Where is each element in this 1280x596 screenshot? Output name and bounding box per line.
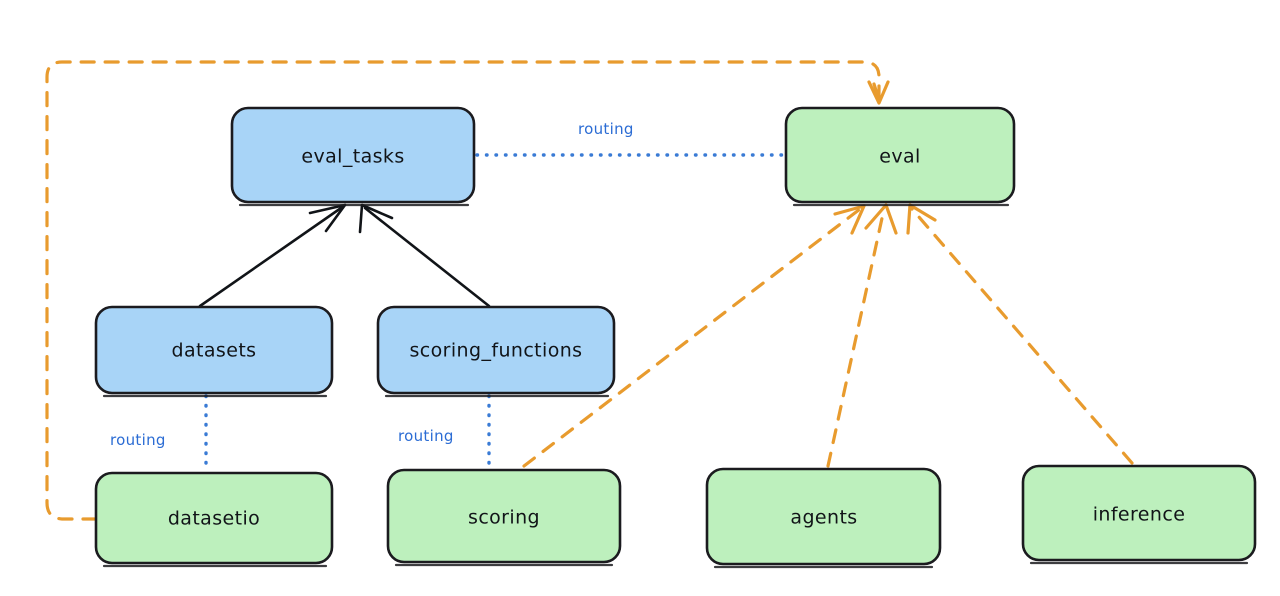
node-eval-shape xyxy=(784,106,1016,204)
node-datasetio-shape xyxy=(94,471,334,565)
edge-scoring_functions-eval_tasks xyxy=(358,203,491,308)
edge-scoring_functions-eval_tasks-line xyxy=(363,206,491,308)
node-scoring[interactable]: scoring xyxy=(386,468,622,567)
node-agents[interactable]: agents xyxy=(705,467,942,569)
edge-label-routing-middle: routing xyxy=(398,427,454,445)
node-datasets[interactable]: datasets xyxy=(94,305,334,398)
edge-agents-eval-line xyxy=(826,207,886,468)
node-agents-shape xyxy=(705,467,942,566)
node-datasets-label: datasets xyxy=(172,340,257,362)
node-eval_tasks-shape xyxy=(230,106,476,204)
node-eval_tasks-label: eval_tasks xyxy=(301,146,404,168)
edge-inference-eval-line xyxy=(910,207,1134,465)
edge-inference-eval xyxy=(906,203,1134,465)
node-eval-label: eval xyxy=(879,146,920,168)
node-scoring_functions[interactable]: scoring_functions xyxy=(376,305,616,398)
edge-datasets-eval_tasks xyxy=(198,203,347,308)
node-datasetio-label: datasetio xyxy=(168,508,260,530)
edge-datasets-eval_tasks-line xyxy=(198,206,343,308)
node-scoring-label: scoring xyxy=(468,507,540,529)
node-eval_tasks[interactable]: eval_tasks xyxy=(230,106,476,207)
edge-datasetio-eval-line xyxy=(45,60,881,521)
node-agents-label: agents xyxy=(790,507,857,529)
edge-scoring-eval-line xyxy=(522,207,862,468)
node-datasetio[interactable]: datasetio xyxy=(94,471,334,568)
node-inference[interactable]: inference xyxy=(1021,464,1257,565)
node-inference-label: inference xyxy=(1093,504,1186,526)
node-datasets-shape xyxy=(94,305,334,395)
node-inference-shape xyxy=(1021,464,1257,562)
edge-label-routing-left: routing xyxy=(110,431,166,449)
edge-datasetio-eval-arrowhead xyxy=(867,80,890,105)
edge-datasetio-eval xyxy=(45,60,890,521)
node-scoring_functions-shape xyxy=(376,305,616,395)
edge-label-routing-top: routing xyxy=(578,120,634,138)
node-scoring_functions-label: scoring_functions xyxy=(410,340,583,362)
edge-datasetio-eval-arrowhead-tick xyxy=(872,82,881,102)
node-eval[interactable]: eval xyxy=(784,106,1016,207)
edge-agents-eval xyxy=(826,203,898,468)
node-scoring-shape xyxy=(386,468,622,564)
